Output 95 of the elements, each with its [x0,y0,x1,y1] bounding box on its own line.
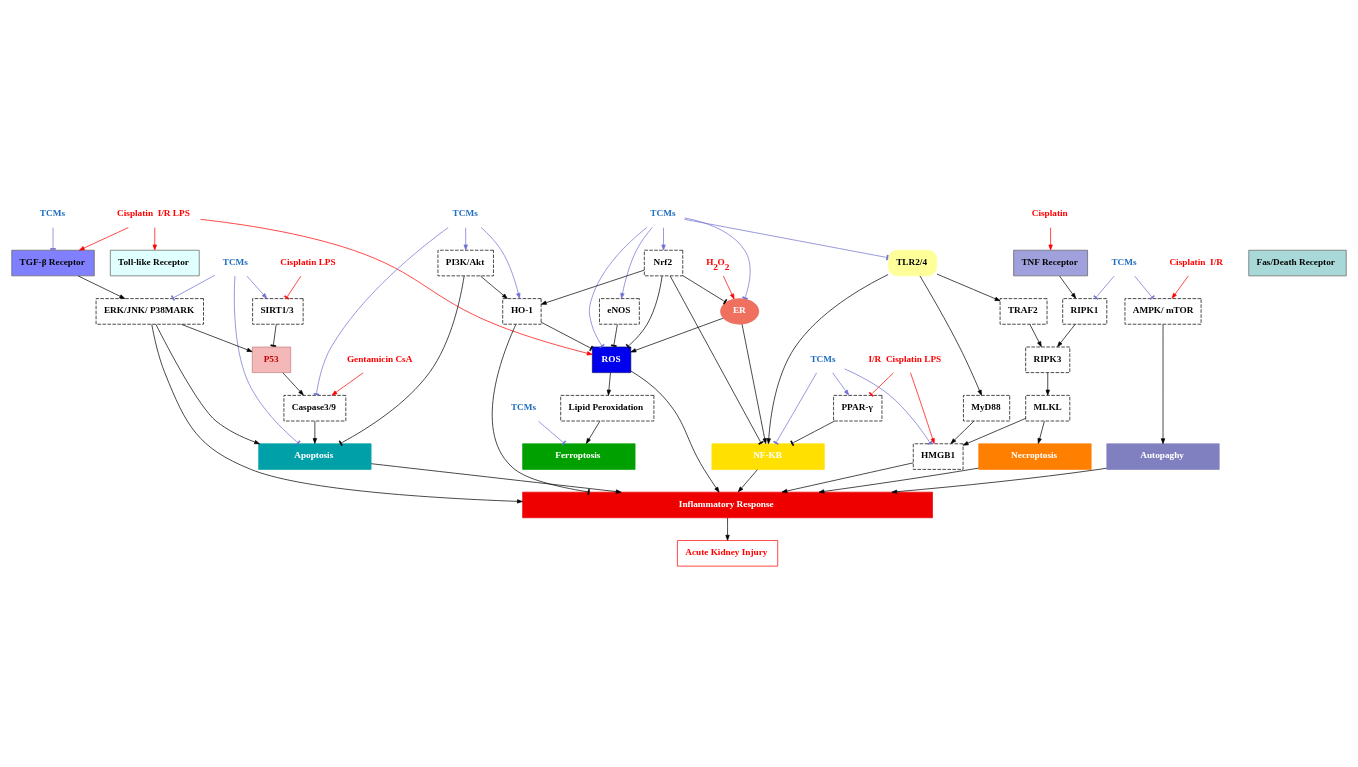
node-box: TNF Receptor [1013,249,1088,276]
arrow [910,371,935,444]
arrow [331,372,364,396]
arrow [181,323,253,352]
arrow [1057,323,1076,347]
arrow [919,275,982,396]
arrow [620,226,653,299]
arrow [586,420,601,444]
node-text: Gentamicin CsA [346,353,413,364]
arrow [1045,372,1050,395]
connector [233,275,301,445]
node-text: TCMs [39,207,66,218]
connector [868,372,894,397]
arrow [1048,226,1053,250]
arrow [781,462,914,493]
node-text: Cisplatin I/R [1169,256,1223,267]
node-text: Cisplatin [1031,207,1068,218]
arrow [312,420,317,444]
arrow [1037,420,1045,444]
arrow [725,517,730,541]
connector [773,371,817,445]
node-box: TRAF2 [999,297,1048,325]
connector [790,420,835,446]
arrow [737,468,758,492]
connector [313,226,449,395]
node-box: Autopaghy [1106,442,1220,470]
node-text: TCMs [1111,256,1137,267]
arrow [723,275,735,299]
arrow [891,467,1107,494]
node-text: TCMs [510,401,537,412]
node-box: Acute Kidney Injury [677,539,779,566]
node-box: Fas/Death Receptor [1248,249,1347,276]
arrow [152,226,157,250]
connector [625,275,663,349]
arrow [741,323,767,444]
node-box: Toll-like Receptor [109,249,200,276]
node-box: HO-1 [502,297,542,325]
arrow [606,372,611,395]
node-text: I/R Cisplatin LPS [868,353,942,364]
connector [684,217,751,300]
connector [669,275,764,445]
node-text: TCMs [650,207,676,218]
arrow [832,372,850,395]
connector [610,323,618,347]
node-text: TCMs [222,256,248,267]
arrow [962,417,1026,445]
arrow [661,226,666,250]
node-text: TCMs [810,353,836,364]
arrow [370,462,622,494]
arrow [463,226,468,250]
connector [588,226,648,348]
arrow [77,275,126,299]
arrow [818,467,979,494]
arrow [282,372,304,395]
node-box: MyD88 [963,394,1011,421]
node-box: eNOS [599,297,640,325]
node-box: Necroptosis [978,442,1092,470]
connector [540,321,594,351]
connector [1134,275,1155,300]
arrow [630,370,720,492]
arrow [540,269,645,305]
connector [284,275,302,300]
connector [338,275,465,446]
node-box: TLR2/4 [888,249,938,276]
arrow [766,273,889,444]
node-box: Lipid Peroxidation [560,394,655,421]
arrow [151,323,523,503]
arrow [480,226,521,299]
connector [1093,275,1115,300]
connector [491,323,590,495]
arrow [480,275,508,299]
connector [682,274,728,304]
connector [270,323,277,347]
arrow [1160,323,1166,444]
arrow [155,323,260,444]
node-text: Cisplatin I/R LPS [117,207,190,218]
node-text: TCMs [452,207,478,218]
node-box: PI3K/Akt [437,249,494,276]
node-box: Nrf2 [643,249,684,276]
arrow [79,226,129,251]
connector [844,368,933,445]
node-box: MLKL [1025,394,1071,421]
arrow [1029,323,1042,347]
arrow [630,317,724,352]
connector [171,274,216,301]
arrow [950,420,975,444]
arrow [1059,275,1077,299]
node-box: RIPK3 [1025,346,1071,373]
arrow [200,218,593,355]
arrow [936,273,1001,301]
connector [538,420,567,446]
arrow [246,275,268,299]
arrow [1171,275,1189,299]
node-text: Cisplatin LPS [280,256,336,267]
connector [684,218,889,260]
